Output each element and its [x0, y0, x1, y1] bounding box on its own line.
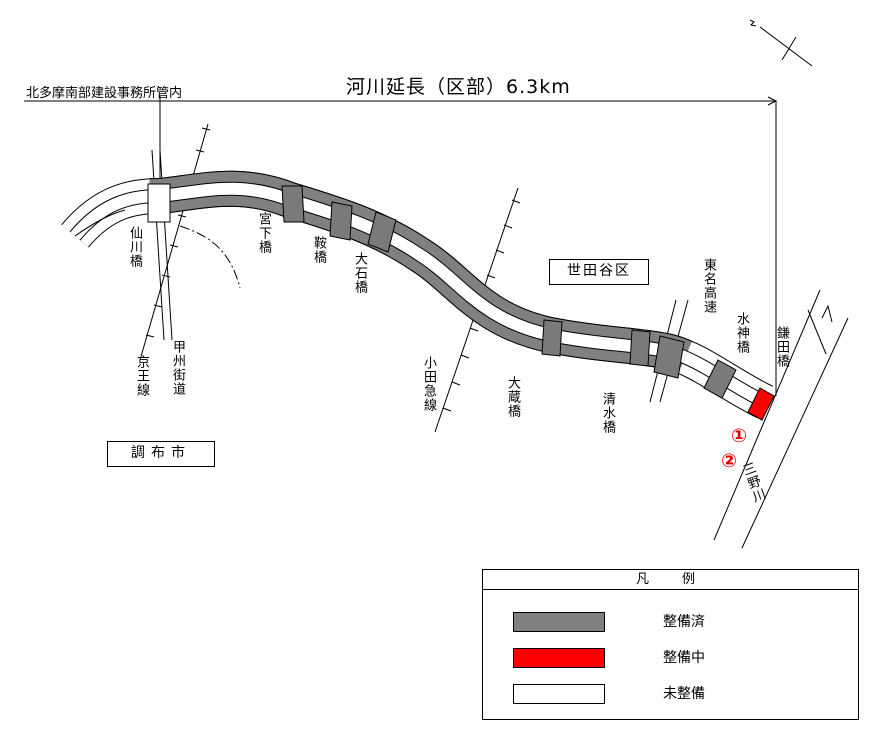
bridge-okura	[541, 319, 563, 357]
bridge-senkawa	[147, 183, 171, 223]
label-tomei-expressway: 東名高速	[701, 258, 716, 314]
legend-label-unimproved: 未整備	[663, 686, 705, 702]
legend-swatch-in-progress	[513, 648, 605, 668]
area-label-setagaya: 世田谷区	[549, 259, 649, 285]
bridge-miyashita	[281, 185, 305, 223]
jurisdiction-label: 北多摩南部建設事務所管内	[26, 86, 183, 101]
bridge-shimizu	[629, 329, 651, 367]
area-label-chofu: 調布市	[107, 441, 215, 467]
marker-1: ①	[731, 425, 748, 447]
legend-title: 凡 例	[483, 570, 858, 590]
label-miyashita-bridge: 宮下橋	[256, 212, 271, 254]
river-upstream	[74, 209, 126, 237]
marker-2: ②	[721, 450, 738, 472]
legend-item-improved: 整備済	[483, 610, 858, 636]
north-arrow-icon	[749, 19, 813, 67]
bridge-oishi	[367, 211, 397, 253]
bridge-kura	[329, 201, 353, 241]
bridge-suijin	[703, 359, 737, 399]
label-senkawa-bridge: 仙川橋	[127, 226, 142, 268]
legend-label-improved: 整備済	[663, 614, 705, 630]
length-dimension-line	[24, 96, 778, 396]
river-length-label: 河川延長（区部）6.3km	[346, 76, 571, 98]
legend: 凡 例 整備済 整備中 未整備	[482, 569, 859, 720]
legend-label-in-progress: 整備中	[663, 650, 705, 666]
label-okura-bridge: 大蔵橋	[505, 376, 520, 418]
tama-river	[713, 289, 849, 549]
legend-swatch-improved	[513, 612, 605, 632]
river-under-construction-section	[747, 387, 775, 421]
bridge-tomei	[653, 335, 685, 379]
legend-swatch-unimproved	[513, 684, 605, 704]
label-kura-bridge: 鞍橋	[311, 236, 326, 264]
label-oishi-bridge: 大石橋	[352, 252, 367, 294]
legend-item-unimproved: 未整備	[483, 682, 858, 708]
label-keio-line: 京王線	[134, 355, 149, 397]
railway-keio	[139, 123, 211, 361]
legend-item-in-progress: 整備中	[483, 646, 858, 672]
label-kamata-bridge: 鎌田橋	[774, 326, 789, 368]
dashdot-road	[179, 225, 241, 289]
label-koshu-kaido: 甲州街道	[170, 340, 185, 396]
label-shimizu-bridge: 清水橋	[600, 392, 615, 434]
label-suijin-bridge: 水神橋	[734, 312, 749, 354]
label-odakyu-line: 小田急線	[421, 356, 436, 412]
